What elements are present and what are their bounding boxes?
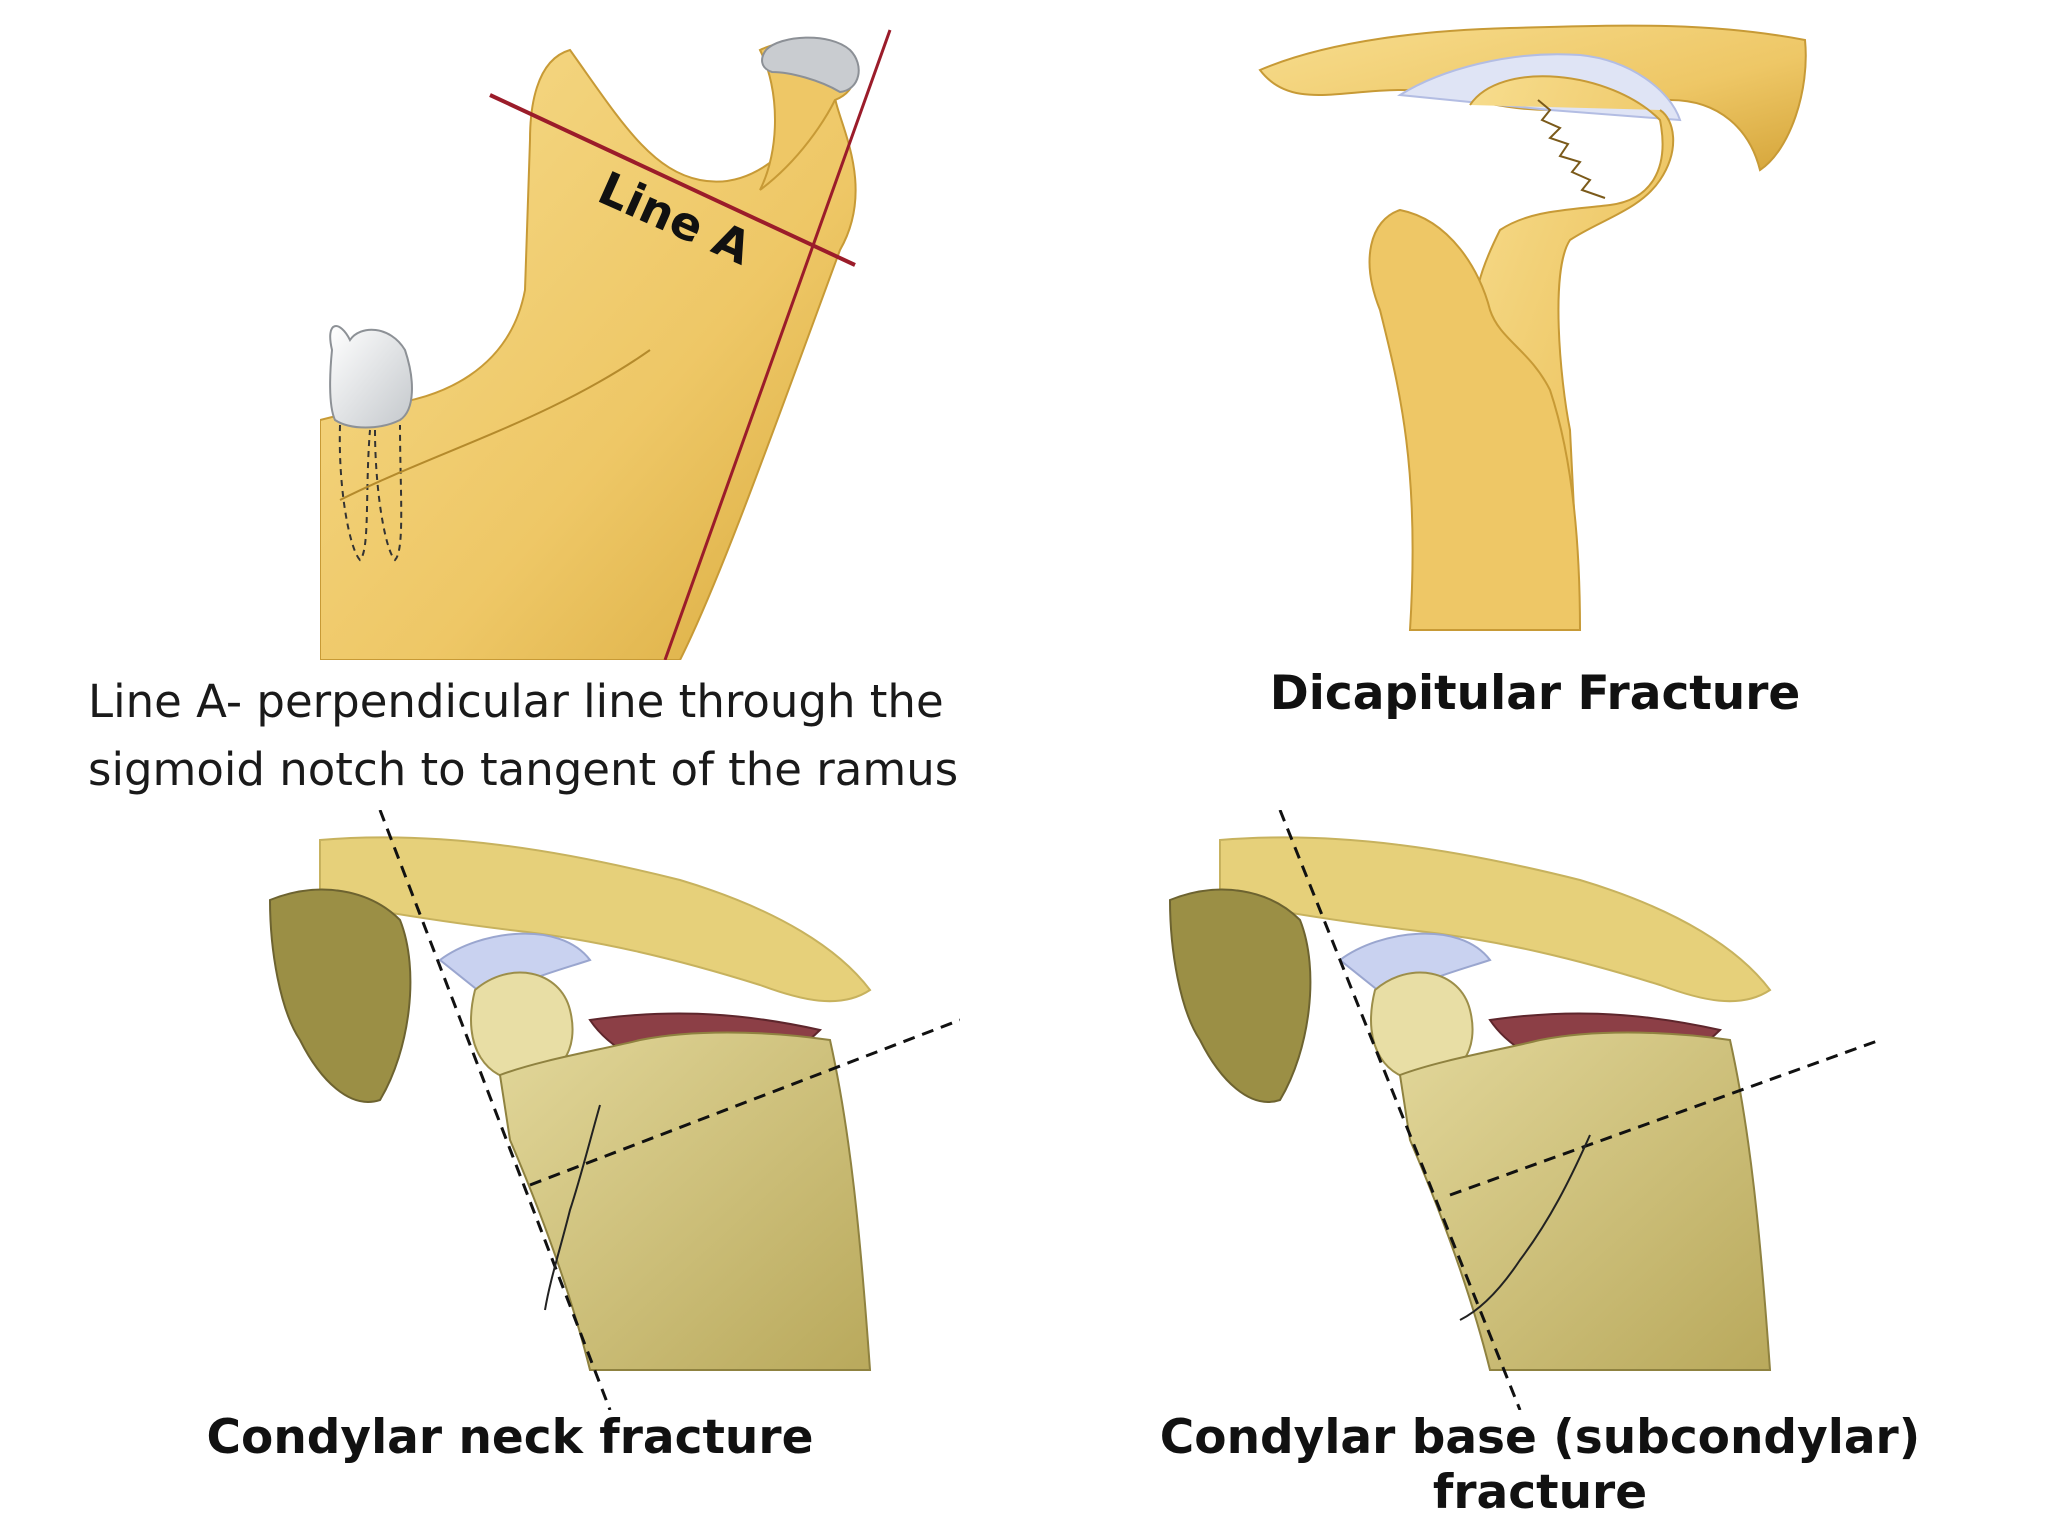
ramus-tangent-line <box>663 29 892 660</box>
line-a-caption: Line A- perpendicular line through the s… <box>88 668 1088 804</box>
fracture-line <box>544 1104 601 1311</box>
line-a-caption-line1: Line A- perpendicular line through the <box>88 675 944 728</box>
condylar-neck-caption: Condylar neck fracture <box>206 1410 814 1465</box>
ramus-olive <box>1398 1031 1772 1371</box>
ramus-olive <box>498 1031 872 1371</box>
fracture-line <box>1459 1134 1591 1321</box>
condylar-neck <box>1368 208 1582 631</box>
skull-base <box>1219 836 1772 1003</box>
sigmoid-notch-dashed-line <box>529 1018 960 1187</box>
condylar-base-fracture-diagram <box>1168 810 1881 1410</box>
fracture-line <box>1537 99 1606 199</box>
dicapitular-caption: Dicapitular Fracture <box>1269 666 1801 721</box>
posterior-border-dashed-line <box>1278 810 1522 1410</box>
mastoid-process <box>268 888 412 1103</box>
condylar-base-caption: Condylar base (subcondylar) fracture <box>1159 1410 1921 1520</box>
tooth-icon <box>329 325 413 562</box>
posterior-border-dashed-line <box>378 810 612 1410</box>
line-a-caption-line2: sigmoid notch to tangent of the ramus <box>88 743 959 796</box>
dicapitular-fracture-diagram <box>1258 24 1807 631</box>
condylar-neck-fracture-diagram <box>268 810 960 1410</box>
sigmoid-notch-dashed-line <box>1449 1038 1881 1197</box>
line-a <box>489 93 856 267</box>
ramus-line-a-diagram: Line A <box>320 29 892 660</box>
condyle-cartilage <box>761 36 860 94</box>
mastoid-process <box>1168 888 1312 1103</box>
skull-base <box>319 836 872 1003</box>
mylohyoid-line <box>339 349 651 501</box>
